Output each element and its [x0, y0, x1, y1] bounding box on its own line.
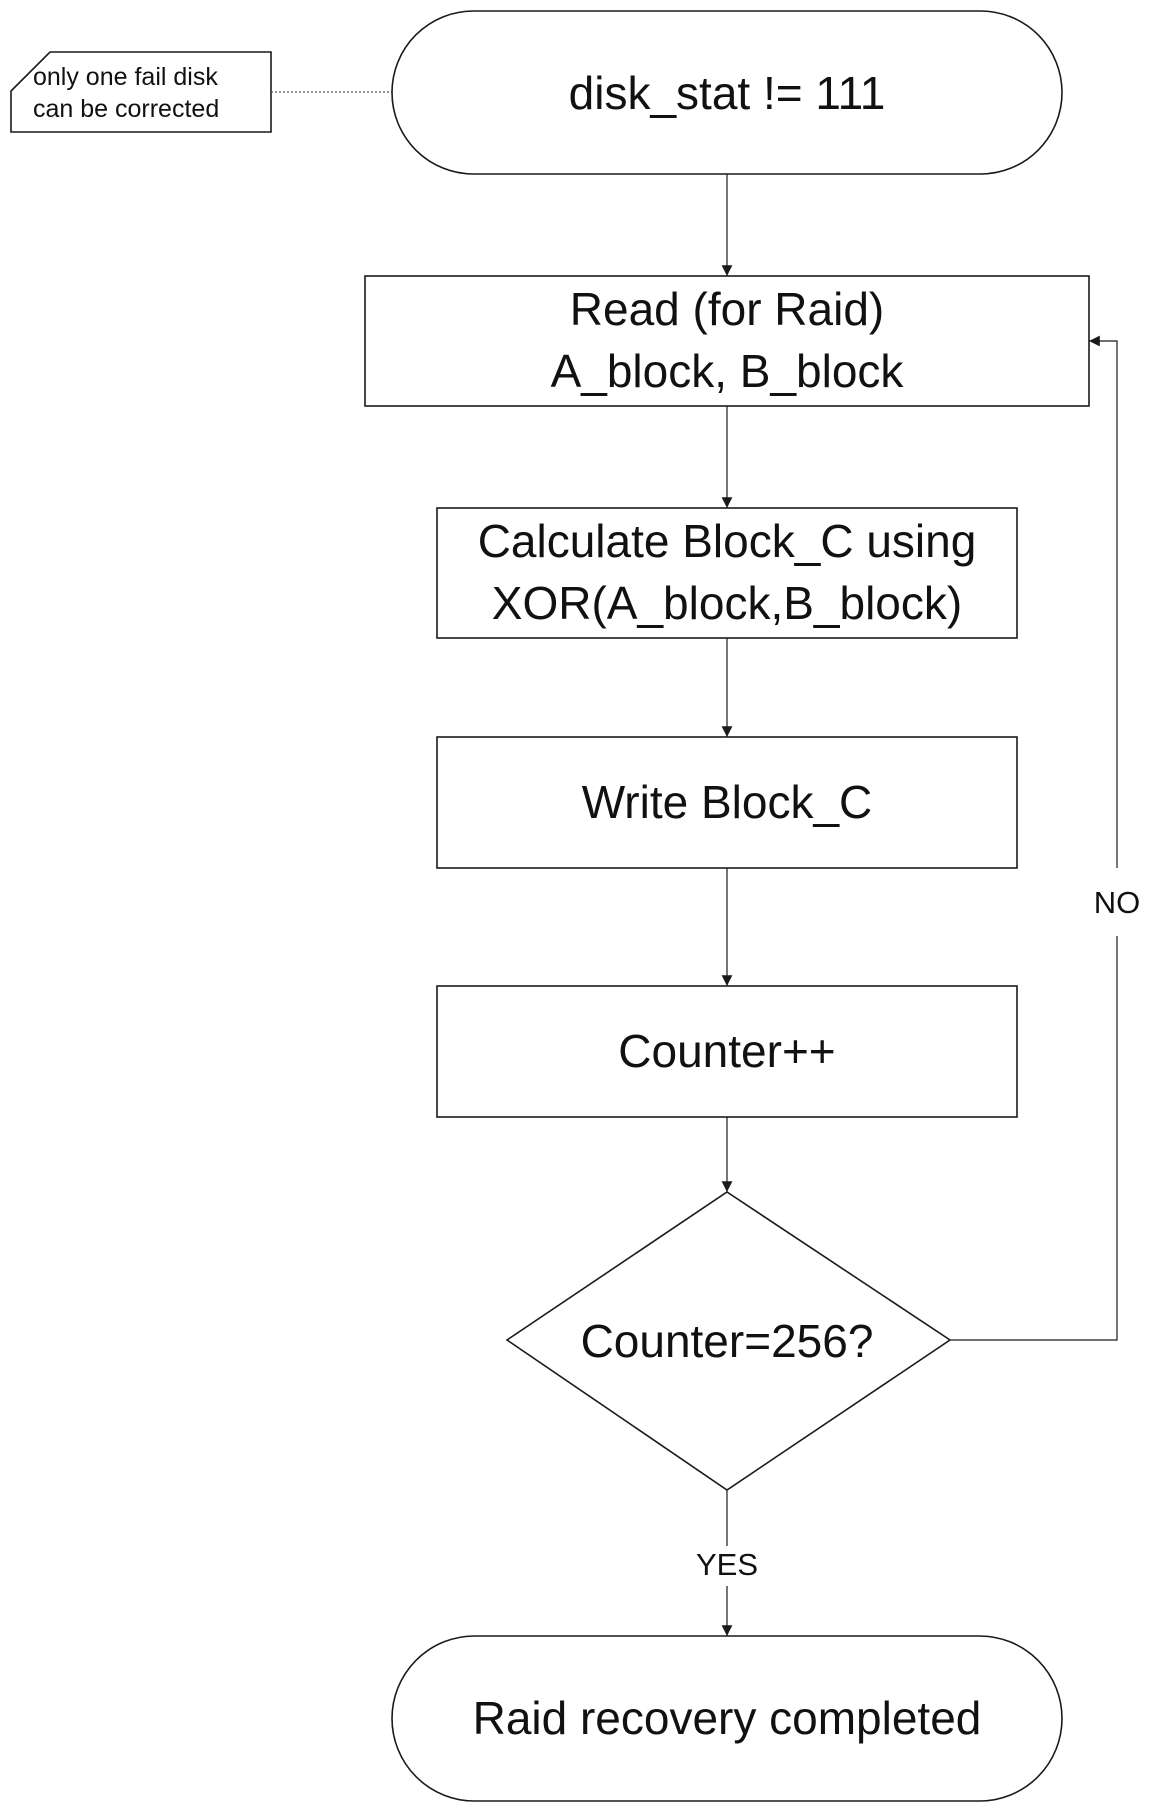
arrow-decision-no-to-read [1089, 335, 1118, 868]
read-node: Read (for Raid) A_block, B_block [364, 275, 1090, 407]
note-shape [10, 51, 272, 133]
calculate-node-text-line2: XOR(A_block,B_block) [492, 577, 962, 629]
calculate-node: Calculate Block_C using XOR(A_block,B_bl… [436, 507, 1018, 639]
end-node-text: Raid recovery completed [473, 1692, 982, 1744]
annotation-note: only one fail disk can be corrected [10, 51, 272, 133]
write-node: Write Block_C [436, 736, 1018, 869]
end-node: Raid recovery completed [391, 1635, 1063, 1802]
write-process-shape [436, 736, 1018, 869]
start-node-text: disk_stat != 111 [569, 67, 886, 119]
calculate-node-text-line1: Calculate Block_C using [478, 515, 977, 567]
decision-node: Counter=256? [505, 1191, 952, 1491]
arrow-decision-no-lower [950, 936, 1118, 1341]
start-node: disk_stat != 111 [391, 10, 1063, 175]
counter-node: Counter++ [436, 985, 1018, 1118]
calculate-process-shape [436, 507, 1018, 639]
no-label: NO [1094, 885, 1141, 920]
read-node-text-line1: Read (for Raid) [570, 283, 884, 335]
decision-node-text: Counter=256? [581, 1315, 874, 1367]
note-text-line1: only one fail disk [33, 63, 218, 91]
note-text-line2: can be corrected [33, 95, 219, 123]
counter-node-text: Counter++ [618, 1025, 835, 1077]
counter-process-shape [436, 985, 1018, 1118]
write-node-text: Write Block_C [582, 776, 873, 828]
yes-label: YES [696, 1547, 758, 1582]
read-node-text-line2: A_block, B_block [551, 345, 905, 397]
